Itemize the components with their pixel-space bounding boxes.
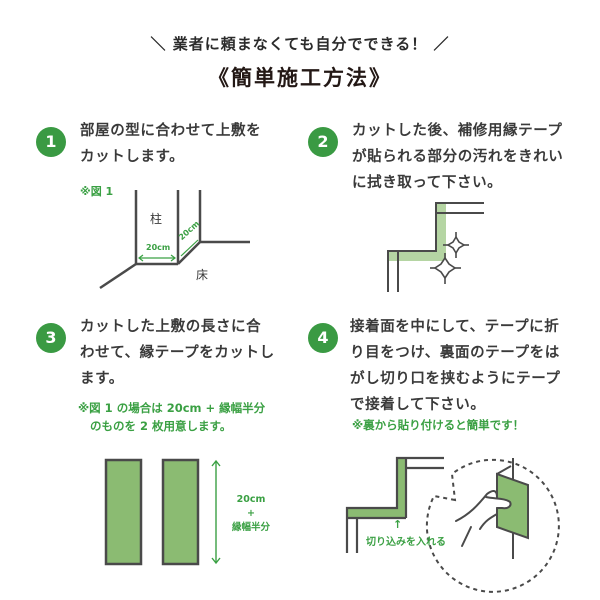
step-2-line: が貼られる部分の汚れをきれい (352, 149, 564, 165)
step-3-note: ※図 1 の場合は 20cm + 縁幅半分 のものを 2 枚用意します。 (78, 399, 300, 435)
step-2-text: カットした後、補修用縁テープ が貼られる部分の汚れをきれい に拭き取って下さい。 (352, 118, 592, 196)
figure-1-label: ※図 1 (80, 185, 114, 198)
step-4-text: 接着面を中にして、テープに折 り目をつけ、裏面のテープをは がし切り口を挟むよう… (350, 314, 595, 418)
cut-arrow: ↑ (393, 518, 403, 531)
subtitle-text: 業者に頼まなくても自分でできる！ (172, 35, 428, 53)
step-1-badge: 1 (36, 127, 66, 157)
dimension-label: 20cm + 縁幅半分 (228, 493, 274, 535)
subtitle-right-mark: ／ (433, 35, 450, 53)
cut-label: 切り込みを入れる (366, 537, 446, 548)
step-3-note-line: ※図 1 の場合は 20cm + 縁幅半分 (78, 401, 266, 415)
dimension-border-half: 縁幅半分 (231, 522, 270, 533)
subtitle-left-mark: ＼ (150, 35, 167, 53)
step-3-text: カットした上敷の長さに合 わせて、縁テープをカットし ます。 (80, 314, 300, 392)
dimension-value: 20cm (236, 494, 266, 505)
subtitle: ＼ 業者に頼まなくても自分でできる！ ／ (0, 33, 600, 54)
step-3-note-line: のものを 2 枚用意します。 (90, 419, 232, 433)
step-3-line: わせて、縁テープをカットし (80, 345, 275, 361)
step-4-line: がし切り口を挟むようにテープ (350, 371, 561, 387)
step-4-line: で接着して下さい。 (350, 397, 486, 413)
step-4-line: り目をつけ、裏面のテープをは (350, 345, 560, 361)
step-1-text: 部屋の型に合わせて上敷を カットします。 (80, 118, 300, 170)
step-3-badge: 3 (36, 323, 66, 353)
page-title: 《簡単施工方法》 (208, 66, 392, 90)
step-1-line: カットします。 (80, 149, 185, 165)
step-4-line: 接着面を中にして、テープに折 (350, 319, 560, 335)
pillar-label: 柱 (150, 212, 163, 226)
step-3-line: カットした上敷の長さに合 (80, 319, 262, 335)
dimension-plus: + (247, 508, 255, 519)
sparkle-icon (443, 232, 469, 258)
step-4-note: ※裏から貼り付けると簡単です！ (352, 418, 525, 432)
floor-label: 床 (196, 268, 209, 282)
hand-icon (455, 490, 512, 547)
step-2-line: に拭き取って下さい。 (352, 175, 503, 191)
step-1-line: 部屋の型に合わせて上敷を (80, 123, 262, 139)
step-2-badge: 2 (308, 127, 338, 157)
step-4-badge: 4 (308, 323, 338, 353)
width-label: 20cm (146, 243, 171, 252)
step-2-line: カットした後、補修用縁テープ (352, 123, 563, 139)
sparkle-icon (430, 253, 461, 284)
step-3-line: ます。 (80, 371, 124, 387)
